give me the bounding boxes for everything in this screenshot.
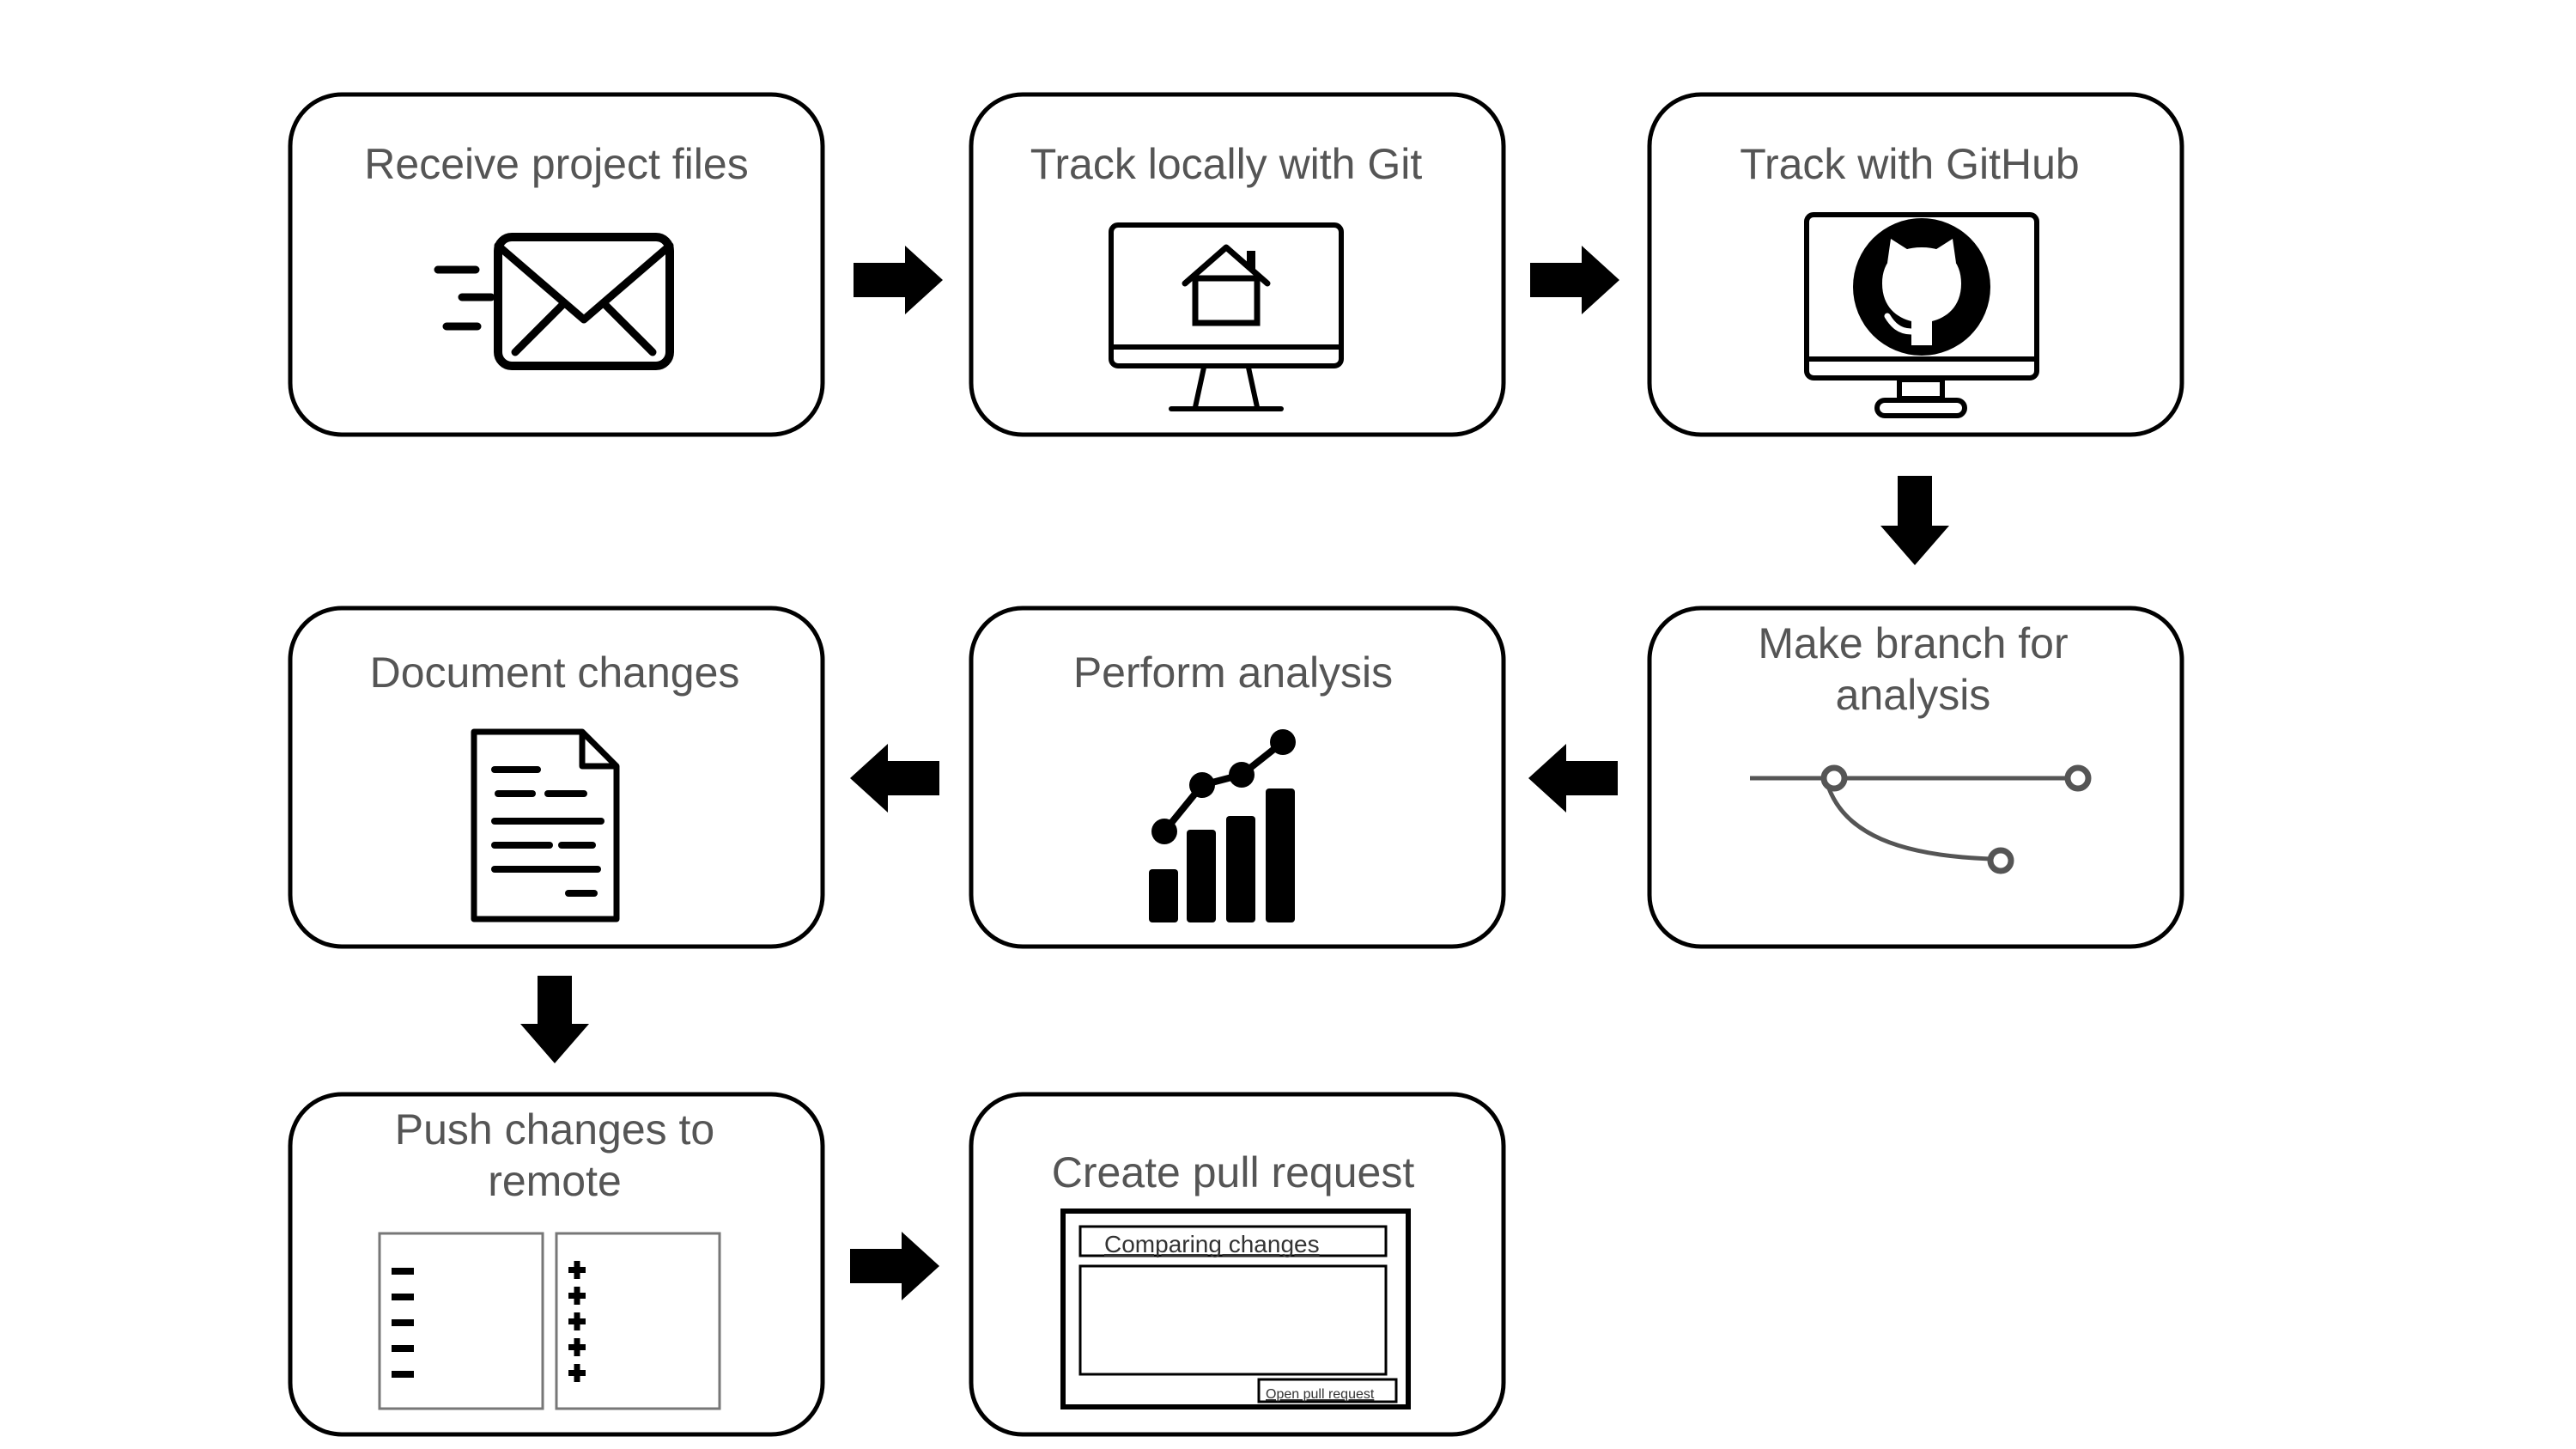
- step-title: Create pull request: [1052, 1148, 1415, 1196]
- step-make-branch-for-analysis: Make branch for analysis: [1647, 606, 2184, 949]
- step-title: Receive project files: [364, 140, 748, 188]
- arrow-right-1: [854, 246, 943, 314]
- arrow-down-2: [520, 976, 589, 1063]
- monitor-github-icon: [1804, 212, 2039, 418]
- step-receive-project-files: Receive project files: [288, 92, 825, 437]
- step-push-changes-to-remote: Push changes to remote: [288, 1092, 825, 1437]
- step-box: [288, 92, 825, 437]
- arrow-left-1: [1528, 744, 1618, 813]
- step-box: [969, 92, 1506, 437]
- arrow-right-3: [850, 1232, 939, 1300]
- step-document-changes: Document changes: [288, 606, 825, 949]
- arrow-right-2: [1530, 246, 1619, 314]
- step-perform-analysis: Perform analysis: [969, 606, 1506, 949]
- step-title: Document changes: [370, 648, 740, 697]
- monitor-home-icon: [1109, 222, 1344, 411]
- step-title: Perform analysis: [1073, 648, 1393, 697]
- open-pull-request-label: Open pull request: [1266, 1387, 1375, 1402]
- step-title-line-2: analysis: [1836, 671, 1991, 719]
- step-create-pull-request: Create pull request Comparing changes Op…: [969, 1092, 1506, 1437]
- step-title: Track with GitHub: [1740, 140, 2079, 188]
- step-box: [288, 606, 825, 949]
- step-track-with-github: Track with GitHub: [1647, 92, 2184, 437]
- pr-header-box: [1078, 1225, 1388, 1257]
- arrow-down-1: [1880, 476, 1949, 565]
- pull-request-form-icon: Comparing changes Open pull request: [1060, 1209, 1411, 1409]
- step-title: Track locally with Git: [1030, 140, 1423, 188]
- envelope-icon: [434, 233, 674, 370]
- diff-panels-icon: [378, 1232, 721, 1410]
- open-pull-request-button[interactable]: [1257, 1378, 1398, 1403]
- step-title-line-1: Push changes to: [395, 1105, 715, 1154]
- step-title-line-2: remote: [488, 1157, 622, 1205]
- arrow-left-2: [850, 744, 939, 813]
- git-branch-icon: [1750, 764, 2092, 874]
- bar-chart-trend-icon: [1149, 729, 1296, 922]
- pr-header-text: Comparing changes: [1104, 1231, 1320, 1257]
- document-icon: [471, 728, 620, 922]
- step-track-locally-with-git: Track locally with Git: [969, 92, 1506, 437]
- plus-icon: [568, 1261, 586, 1382]
- pr-body-box: [1078, 1264, 1388, 1376]
- minus-icon: [392, 1268, 414, 1378]
- step-title-line-1: Make branch for: [1758, 619, 2068, 667]
